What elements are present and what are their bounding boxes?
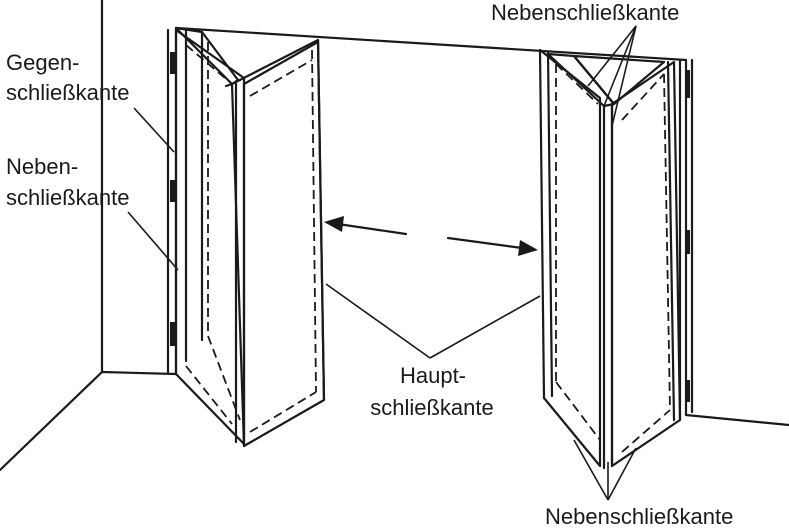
leader-lines xyxy=(127,25,637,501)
label-top-right-nebenschliesskante: Nebenschließkante xyxy=(491,0,680,25)
left-folding-door xyxy=(166,26,326,448)
top-frame-line xyxy=(174,26,688,62)
label-left-nebenschliesskante-line1: Neben- xyxy=(6,154,79,179)
label-gegenschliesskante-line1: Gegen- xyxy=(6,50,80,75)
opening-arrows xyxy=(324,216,538,256)
right-folding-door xyxy=(538,48,694,470)
room-walls xyxy=(0,0,789,472)
label-bottom-right-nebenschliesskante: Nebenschließkante xyxy=(545,504,734,529)
label-left-nebenschliesskante-line2: schließkante xyxy=(6,185,130,210)
label-hauptschliesskante-line2: schließkante xyxy=(370,395,494,420)
label-gegenschliesskante-line2: schließkante xyxy=(6,80,130,105)
label-hauptschliesskante-line1: Haupt- xyxy=(399,363,467,388)
